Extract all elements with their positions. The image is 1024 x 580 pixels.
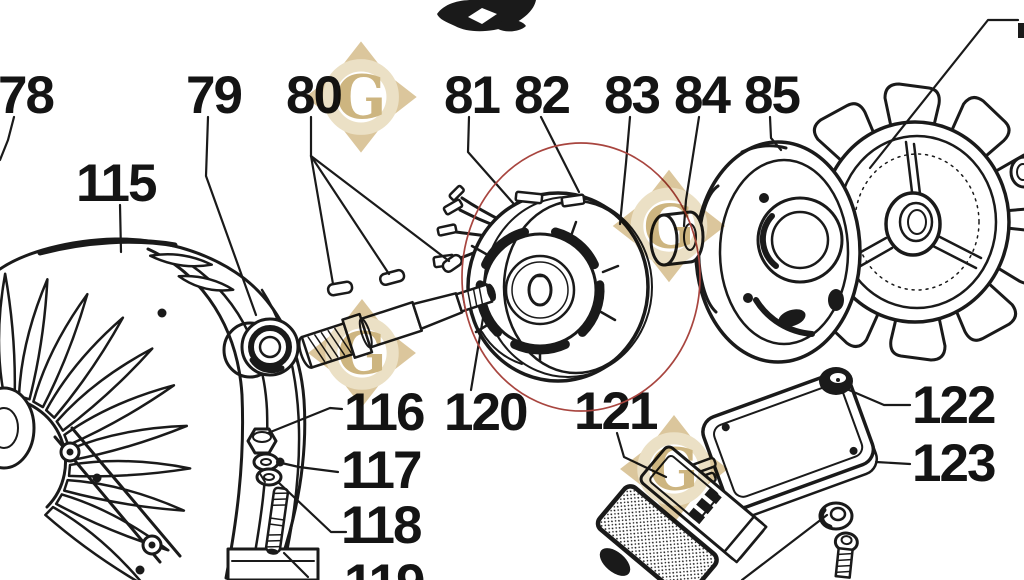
flywheel-ticks bbox=[470, 220, 620, 362]
leader-123 bbox=[874, 460, 912, 466]
part-label-79: 79 bbox=[186, 66, 241, 125]
highlight-ellipse bbox=[461, 142, 701, 412]
watermark-logo: G bbox=[620, 415, 728, 523]
cap-nut-drawing bbox=[819, 367, 853, 395]
partial-label-mark bbox=[1018, 23, 1024, 38]
leader-bolt-washer bbox=[740, 513, 829, 580]
watermark-letter: G bbox=[336, 63, 387, 133]
part-label-117: 117 bbox=[341, 441, 421, 500]
leader-116 bbox=[266, 406, 344, 435]
leader-78 bbox=[0, 115, 16, 162]
connector-drawing bbox=[639, 445, 768, 564]
leader-79 bbox=[204, 115, 258, 317]
watermark-logo: G bbox=[305, 41, 416, 152]
leader-lines bbox=[0, 18, 1020, 580]
lock-washer-drawing bbox=[255, 467, 283, 487]
part-label-82: 82 bbox=[514, 66, 569, 125]
nut-drawing bbox=[246, 427, 278, 455]
starter-cup-drawing bbox=[694, 140, 862, 364]
leader-82 bbox=[539, 115, 581, 194]
leader-80a bbox=[309, 115, 335, 286]
leader-117 bbox=[275, 460, 340, 474]
watermark-letter: G bbox=[649, 435, 698, 503]
part-label-81: 81 bbox=[444, 66, 499, 125]
partial-part-top bbox=[437, 0, 536, 32]
foam-pad-shadow bbox=[599, 548, 631, 576]
part-label-119: 119 bbox=[344, 554, 424, 580]
part-label-78: 78 bbox=[0, 66, 53, 125]
leader-119 bbox=[282, 551, 310, 579]
regulator-washer-drawing bbox=[818, 501, 854, 531]
part-label-123: 123 bbox=[912, 434, 995, 493]
woodruff-keys bbox=[326, 253, 463, 297]
part-label-118: 118 bbox=[341, 496, 421, 555]
leader-121 bbox=[615, 431, 668, 479]
stud-drawing bbox=[264, 486, 290, 555]
leader-120 bbox=[469, 316, 485, 392]
flywheel-magneto-drawing bbox=[466, 190, 653, 383]
leader-80c bbox=[309, 154, 451, 263]
edge-clipped-washer bbox=[1009, 155, 1024, 189]
leader-85 bbox=[768, 115, 783, 152]
watermark-logo: G bbox=[308, 299, 416, 407]
leader-118 bbox=[276, 480, 348, 534]
leader-83 bbox=[618, 115, 632, 226]
part-label-122: 122 bbox=[912, 376, 995, 435]
watermarks: G G G G bbox=[305, 41, 728, 523]
leader-81 bbox=[466, 115, 515, 205]
leader-80b bbox=[309, 154, 391, 276]
leader-122 bbox=[840, 385, 912, 407]
part-label-83: 83 bbox=[604, 66, 659, 125]
leader-115 bbox=[118, 203, 123, 254]
part-label-85: 85 bbox=[744, 66, 799, 125]
part-label-115: 115 bbox=[76, 154, 156, 213]
washer-drawing bbox=[252, 452, 280, 472]
watermark-letter: G bbox=[643, 192, 694, 262]
cooling-fan-drawing bbox=[772, 82, 1024, 362]
bearing-drawing bbox=[222, 317, 300, 379]
bolt-drawing bbox=[833, 531, 859, 579]
watermark-logo: G bbox=[613, 170, 726, 283]
leader-topright bbox=[868, 18, 1020, 170]
part-label-120: 120 bbox=[444, 383, 527, 442]
part-label-84: 84 bbox=[674, 66, 731, 125]
watermark-letter: G bbox=[337, 319, 386, 387]
